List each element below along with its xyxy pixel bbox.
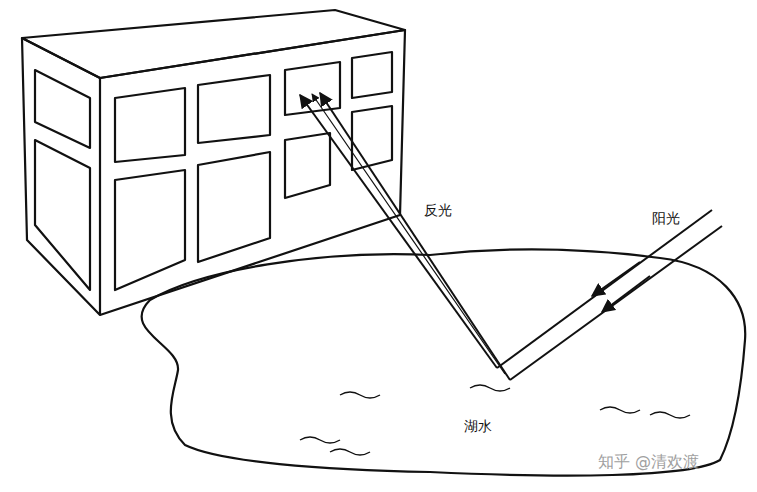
beam-label: 反光 [424, 202, 452, 219]
window [198, 75, 270, 143]
window [285, 133, 330, 198]
window [198, 152, 270, 262]
light-beams [300, 93, 722, 380]
window [352, 52, 392, 98]
window [35, 140, 90, 290]
window [285, 62, 340, 115]
lake-outline [142, 249, 746, 475]
water-ripples [300, 385, 690, 455]
lake-label: 湖水 [464, 418, 492, 435]
window [115, 88, 185, 162]
window [35, 70, 90, 148]
watermark: 知乎 @清欢渡 [598, 452, 699, 471]
building-left-face [22, 38, 100, 315]
building-front-face [100, 30, 405, 315]
beam-label: 阳光 [652, 210, 680, 227]
window [115, 170, 185, 290]
